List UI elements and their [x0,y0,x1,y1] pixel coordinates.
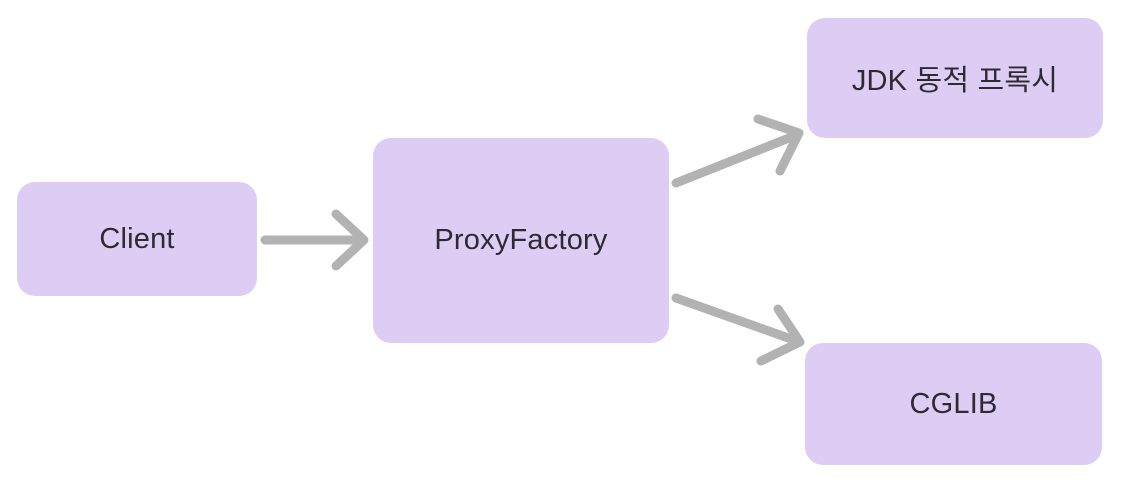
arrowhead-icon [331,209,369,271]
node-cglib: CGLIB [805,343,1102,465]
arrow-proxyfactory-to-cglib [671,293,805,366]
node-jdk-dynamic-proxy: JDK 동적 프록시 [807,18,1103,138]
node-client-label: Client [99,222,175,255]
node-jdk-dynamic-proxy-label: JDK 동적 프록시 [851,65,1059,97]
arrow-proxyfactory-to-jdk [671,114,804,188]
arrow-client-to-proxyfactory [260,209,369,271]
node-client: Client [17,182,257,296]
arrow-shaft [671,293,799,345]
arrow-shaft [671,131,799,188]
arrowhead-icon [753,114,804,176]
node-cglib-label: CGLIB [909,387,998,420]
node-proxyfactory-label: ProxyFactory [434,224,608,256]
arrowhead-icon [756,304,805,366]
node-proxyfactory: ProxyFactory [373,138,669,343]
